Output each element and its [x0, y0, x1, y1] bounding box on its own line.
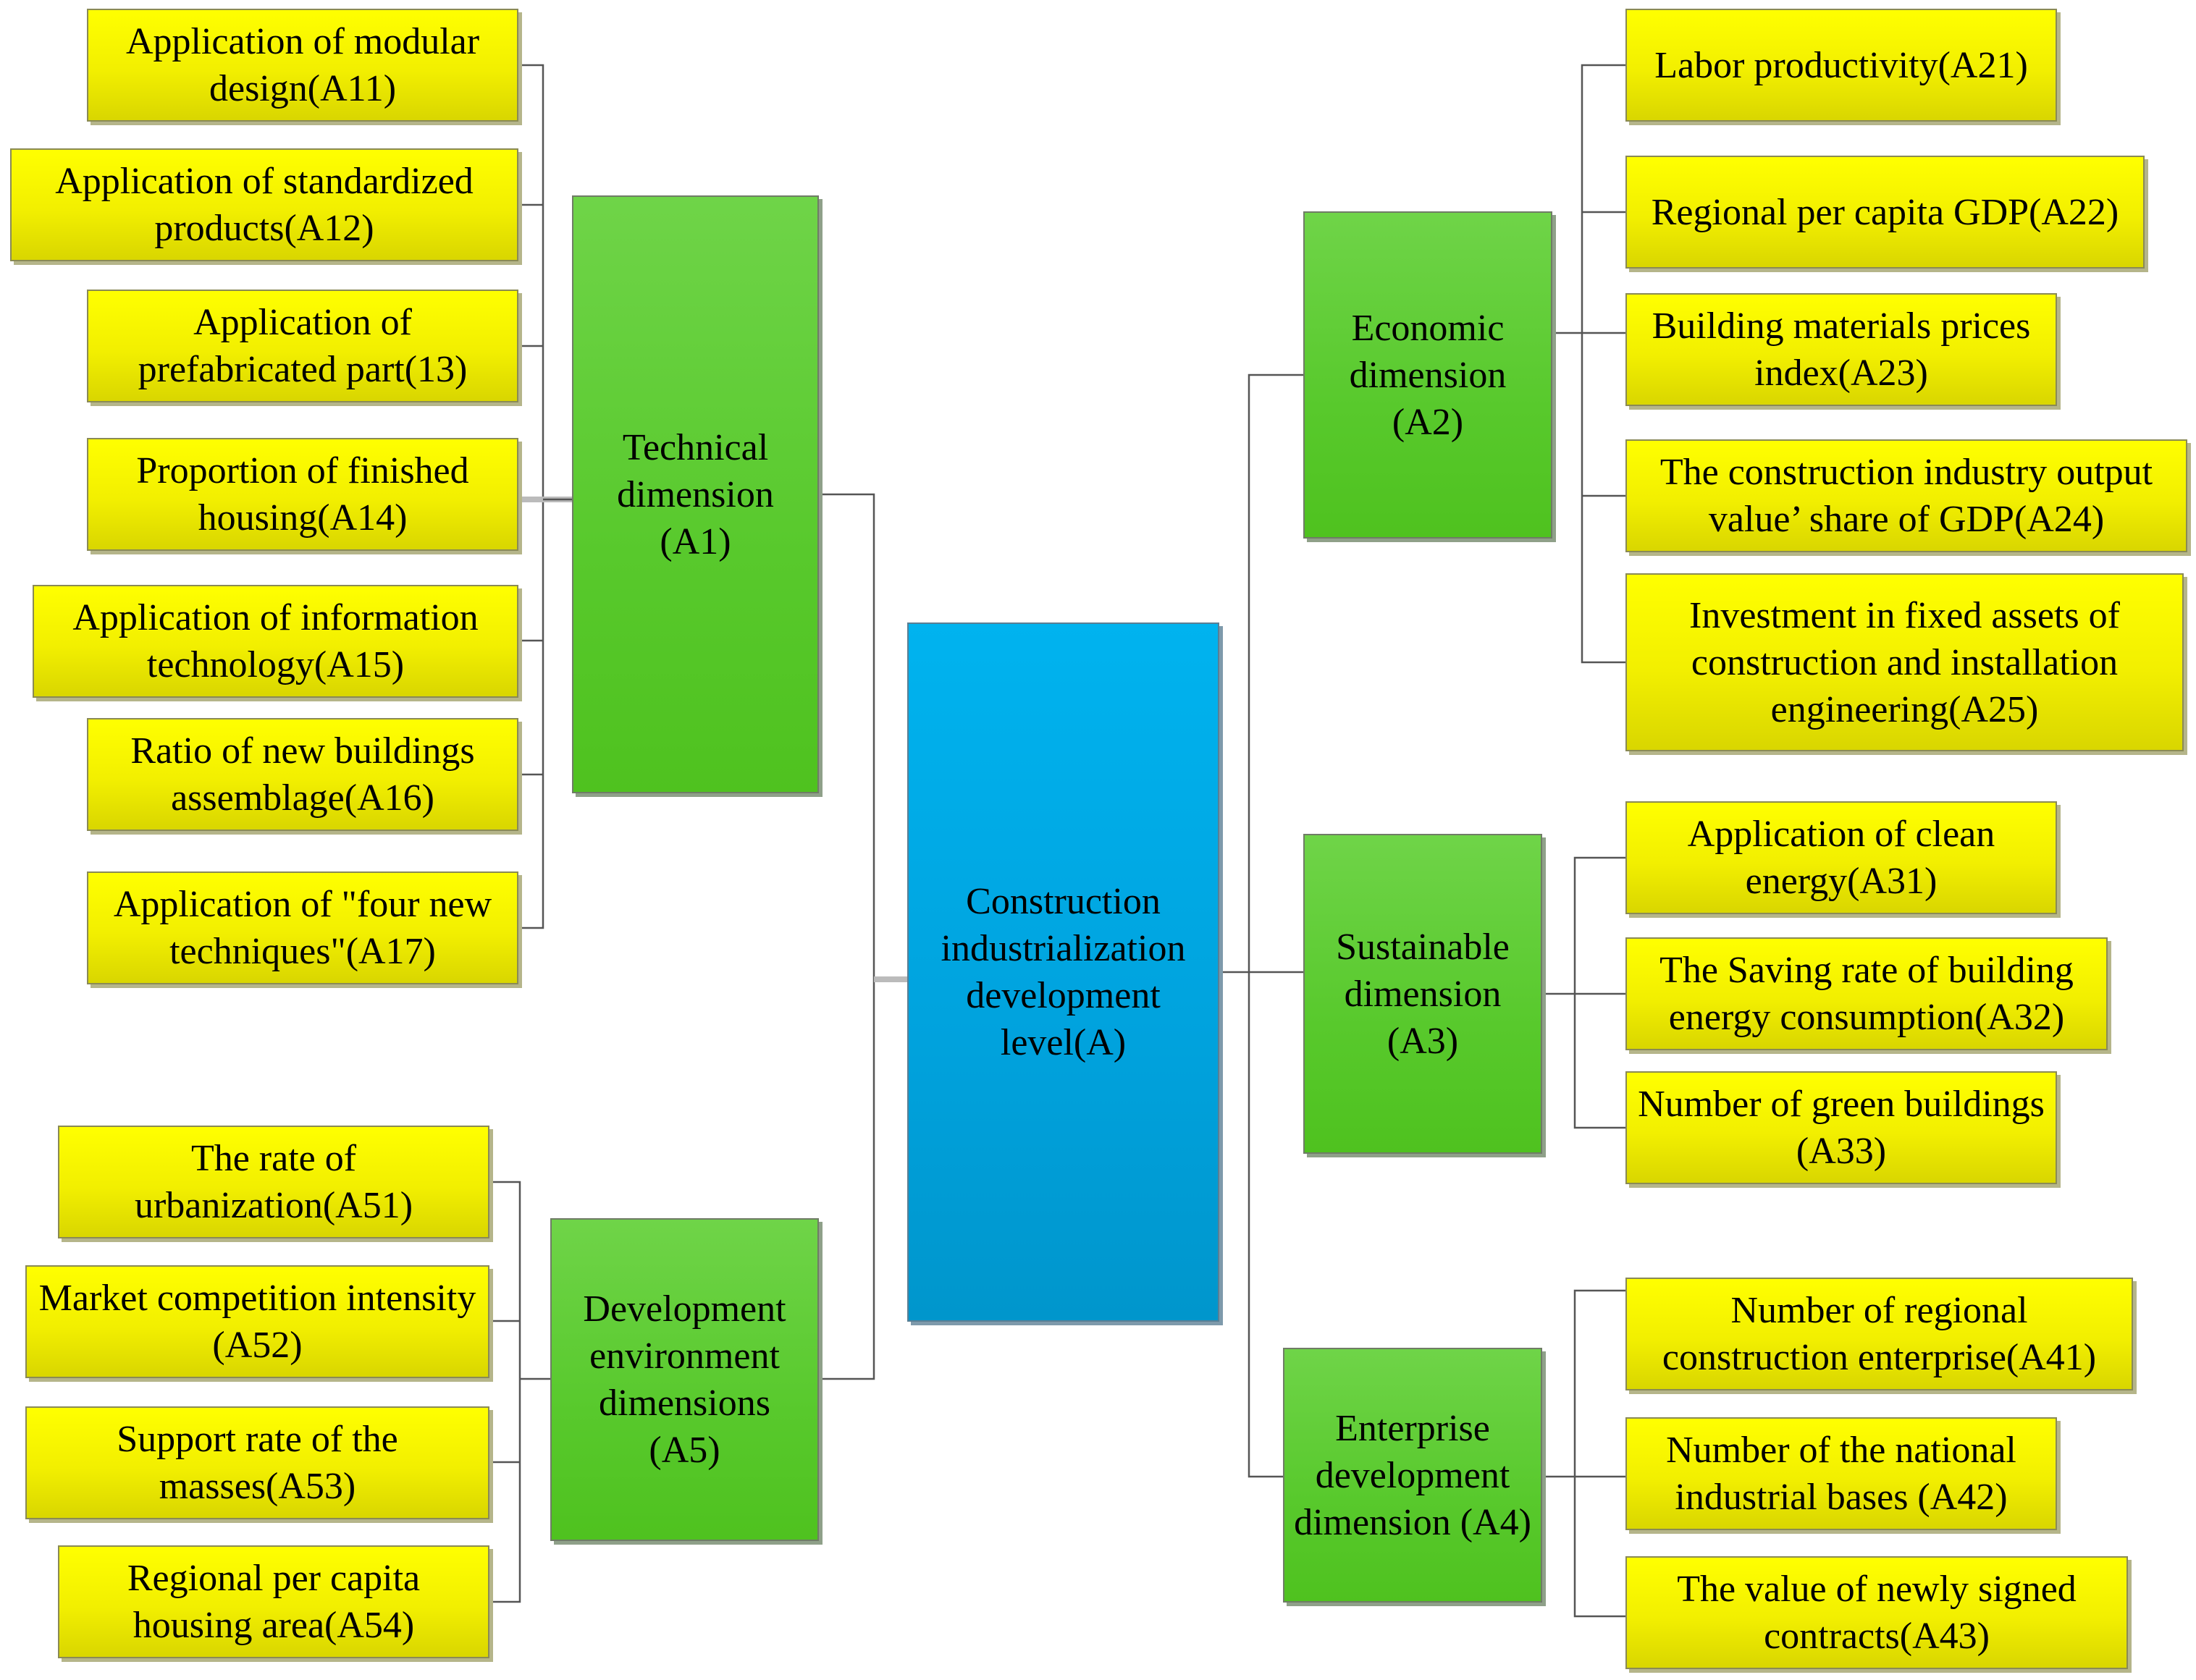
- dimension-a1: Technical dimension (A1): [572, 195, 819, 793]
- indicator-a12: Application of standardized products(A12…: [10, 148, 518, 261]
- indicator-a14: Proportion of finished housing(A14): [87, 438, 518, 551]
- connector-right-spine: [1248, 373, 1303, 1478]
- indicator-a43: The value of newly signed contracts(A43): [1625, 1556, 2128, 1669]
- indicator-a25: Investment in fixed assets of constructi…: [1625, 573, 2184, 751]
- connector-a2-bracket: [1581, 64, 1625, 664]
- indicator-a31: Application of clean energy(A31): [1625, 801, 2057, 914]
- indicator-a24: The construction industry output value’ …: [1625, 439, 2187, 552]
- dimension-a2: Economic dimension (A2): [1303, 211, 1552, 539]
- indicator-a17: Application of "four new techniques"(A17…: [87, 871, 518, 984]
- indicator-a53: Support rate of the masses(A53): [25, 1406, 489, 1519]
- indicator-a51: The rate of urbanization(A51): [58, 1126, 489, 1238]
- connector-a3-bracket: [1573, 856, 1625, 1129]
- connector-a1-center: [819, 493, 875, 1380]
- center-goal: Construction industrialization developme…: [907, 622, 1219, 1322]
- dimension-a4: Enterprise development dimension (A4): [1283, 1348, 1542, 1603]
- dimension-a5: Development environment dimensions (A5): [550, 1218, 819, 1541]
- connector-a4-bracket: [1573, 1289, 1625, 1618]
- connector-a5-bracket: [489, 1181, 521, 1603]
- indicator-a33: Number of green buildings (A33): [1625, 1071, 2057, 1184]
- indicator-a32: The Saving rate of building energy consu…: [1625, 937, 2108, 1050]
- indicator-a54: Regional per capita housing area(A54): [58, 1545, 489, 1658]
- indicator-a41: Number of regional construction enterpri…: [1625, 1278, 2133, 1390]
- indicator-a52: Market competition intensity (A52): [25, 1265, 489, 1378]
- indicator-a15: Application of information technology(A1…: [33, 585, 518, 698]
- indicator-a42: Number of the national industrial bases …: [1625, 1417, 2057, 1530]
- dimension-a3: Sustainable dimension (A3): [1303, 834, 1542, 1154]
- indicator-a16: Ratio of new buildings assemblage(A16): [87, 718, 518, 831]
- indicator-a23: Building materials prices index(A23): [1625, 293, 2057, 406]
- indicator-a11: Application of modular design(A11): [87, 9, 518, 122]
- indicator-a21: Labor productivity(A21): [1625, 9, 2057, 122]
- indicator-a22: Regional per capita GDP(A22): [1625, 156, 2145, 269]
- indicator-a13: Application of prefabricated part(13): [87, 290, 518, 402]
